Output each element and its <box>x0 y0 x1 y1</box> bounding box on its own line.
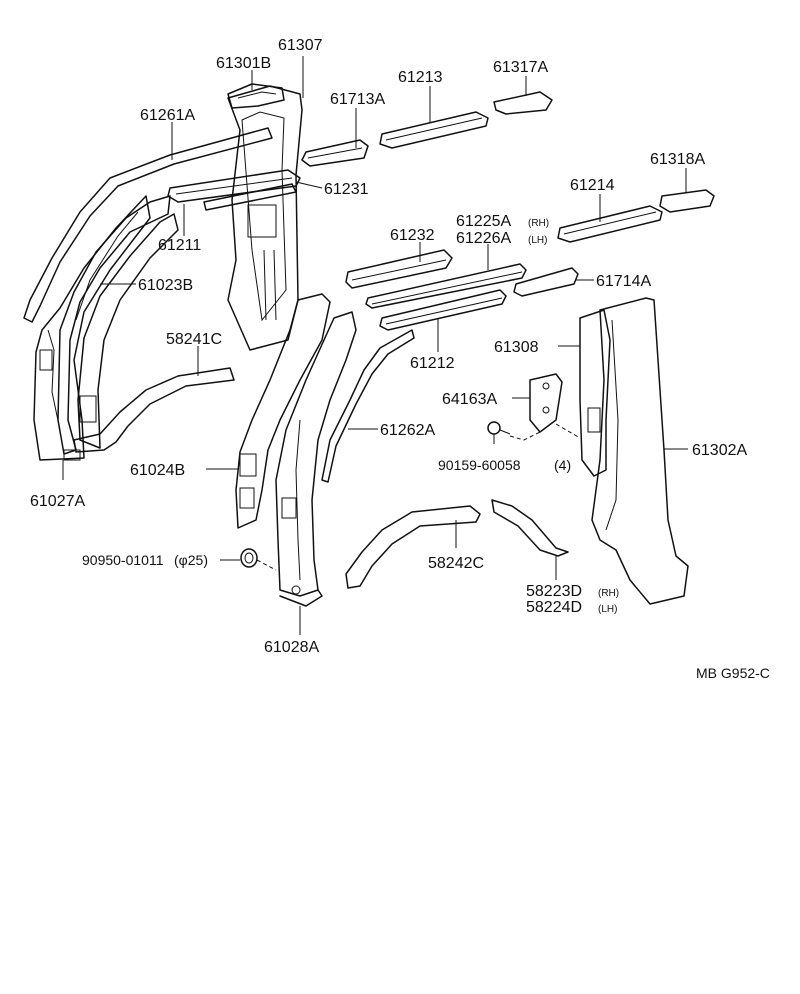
bracket-61318A <box>659 189 715 213</box>
roof-rail-61261A <box>23 127 273 323</box>
label-90950-01011: 90950-01011 <box>82 552 164 568</box>
wheelhouse-58223D <box>491 499 569 557</box>
label-61308: 61308 <box>494 339 539 356</box>
bolt-90159-60058 <box>487 421 511 435</box>
label-61713A: 61713A <box>330 91 385 108</box>
label-61301B: 61301B <box>216 55 271 72</box>
label-61307: 61307 <box>278 37 323 54</box>
rail-61214 <box>557 205 663 243</box>
label-61212: 61212 <box>410 355 455 372</box>
label-58241C: 58241C <box>166 331 222 348</box>
label-61225A: 61225A <box>456 213 511 230</box>
rail-61713A <box>301 139 369 167</box>
wheelhouse-58242C <box>345 505 481 589</box>
rail-61213 <box>379 111 489 149</box>
grommet-90950-01011 <box>240 548 258 568</box>
label-58223D: 58223D <box>526 583 582 600</box>
label-61024B: 61024B <box>130 462 185 479</box>
grommet-attach-line <box>256 559 277 571</box>
label-61262A: 61262A <box>380 422 435 439</box>
label-61714A: 61714A <box>596 273 651 290</box>
label-61231: 61231 <box>324 181 369 198</box>
label-61261A: 61261A <box>140 107 195 124</box>
side-rail-61262A <box>321 329 415 483</box>
center-pillar-61024B <box>235 293 331 529</box>
center-pillar-61028A <box>275 311 357 607</box>
label-90950-size: (φ25) <box>174 552 208 568</box>
label-90159-qty: (4) <box>554 457 571 473</box>
label-61318A: 61318A <box>650 151 705 168</box>
label-58242C: 58242C <box>428 555 484 572</box>
label-61214: 61214 <box>570 177 615 194</box>
label-61213: 61213 <box>398 69 443 86</box>
label-61302A: 61302A <box>692 442 747 459</box>
label-61226A: 61226A <box>456 230 511 247</box>
bolt-attach-line <box>509 431 541 441</box>
label-58223D-side: (RH) <box>598 588 619 599</box>
figure-code: MB G952-C <box>696 665 770 681</box>
roof-rail-61225A <box>365 263 527 309</box>
rear-pillar-61308 <box>579 309 611 477</box>
label-61211: 61211 <box>158 237 201 254</box>
label-61028A: 61028A <box>264 639 319 656</box>
roof-rail-61212 <box>379 289 507 331</box>
label-61023B: 61023B <box>138 277 193 294</box>
label-64163A: 64163A <box>442 391 497 408</box>
label-61317A: 61317A <box>493 59 548 76</box>
label-58224D-side: (LH) <box>598 604 617 615</box>
label-61226A-side: (LH) <box>528 235 547 246</box>
center-pillar-61307 <box>227 85 303 351</box>
label-61225A-side: (RH) <box>528 218 549 229</box>
label-58224D: 58224D <box>526 599 582 616</box>
rear-quarter-61302A <box>591 297 689 605</box>
wheelhouse-58241C <box>73 367 235 453</box>
label-90159-60058: 90159-60058 <box>438 457 521 473</box>
rail-61714A <box>513 267 579 297</box>
leader-lines <box>62 56 688 635</box>
roof-rail-61232 <box>345 249 453 289</box>
bracket-61317A <box>493 91 553 115</box>
label-61027A: 61027A <box>30 493 85 510</box>
bracket-64163A <box>529 373 563 433</box>
rear-pillar-attach-line <box>555 423 581 439</box>
front-pillar-inner-61211 <box>57 195 171 455</box>
label-61232: 61232 <box>390 227 435 244</box>
